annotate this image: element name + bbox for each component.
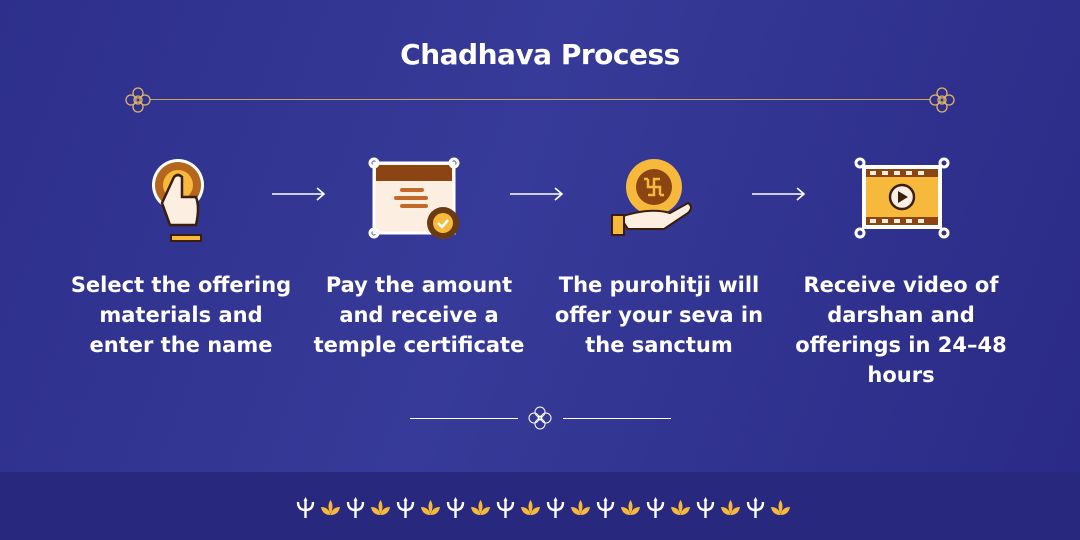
trishul-icon [496, 497, 515, 518]
mandala-left-icon [125, 87, 151, 113]
lotus-icon [671, 500, 690, 515]
trishul-lotus-pattern [294, 496, 792, 518]
lotus-icon [771, 500, 790, 515]
trishul-icon [546, 497, 565, 518]
lotus-icon [721, 500, 740, 515]
trishul-icon [346, 497, 365, 518]
page-title: Chadhava Process [400, 38, 680, 71]
step-4-text: Receive video of darshan and offerings i… [795, 273, 1007, 387]
tap-offering-icon [152, 159, 204, 242]
certificate-icon [368, 157, 460, 239]
lotus-icon [471, 500, 490, 515]
video-play-icon [854, 157, 950, 239]
lotus-icon [321, 500, 340, 515]
trishul-icon [696, 497, 715, 518]
footer-band [0, 472, 1080, 540]
divider-right [563, 418, 671, 419]
mandala-right-icon [929, 87, 955, 113]
trishul-icon [446, 497, 465, 518]
step-2-text: Pay the amount and receive a temple cert… [313, 273, 525, 357]
trishul-icon [746, 497, 765, 518]
swastik-offering-icon [611, 159, 692, 236]
trishul-icon [296, 497, 315, 518]
trishul-icon [596, 497, 615, 518]
lotus-icon [621, 500, 640, 515]
lotus-icon [421, 500, 440, 515]
lotus-icon [521, 500, 540, 515]
trishul-icon [646, 497, 665, 518]
lotus-icon [371, 500, 390, 515]
flower-icon [528, 406, 552, 430]
step-3-text: The purohitji will offer your seva in th… [554, 273, 764, 357]
arrow-right-icon [272, 186, 328, 202]
divider-left [410, 418, 518, 419]
title-divider [150, 99, 930, 100]
arrow-right-icon [510, 186, 566, 202]
lotus-icon [571, 500, 590, 515]
trishul-icon [396, 497, 415, 518]
arrow-right-icon [752, 186, 808, 202]
step-1-text: Select the offering materials and enter … [70, 273, 292, 357]
